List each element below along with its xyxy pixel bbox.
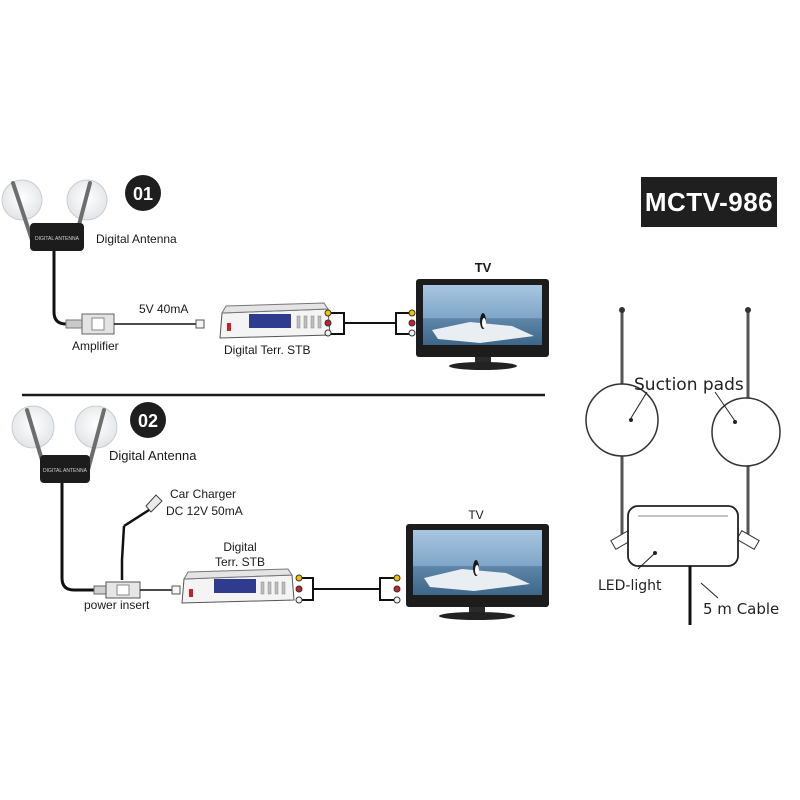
svg-text:DIGITAL ANTENNA: DIGITAL ANTENNA xyxy=(35,236,80,242)
car-charger-spec-label: DC 12V 50mA xyxy=(166,504,243,518)
step-number-01: 01 xyxy=(125,175,161,211)
setup-02: 02 DIGITAL ANTENNA Digital Antenna Car C… xyxy=(11,402,549,620)
power-insert xyxy=(93,581,181,599)
suction-pad-left xyxy=(585,383,659,457)
tv-02 xyxy=(406,524,549,620)
antenna-cable-01 xyxy=(52,251,82,326)
car-charger xyxy=(120,494,163,580)
cable-length-label: 5 m Cable xyxy=(703,600,779,618)
svg-text:DIGITAL ANTENNA: DIGITAL ANTENNA xyxy=(43,468,88,474)
antenna-cable-02 xyxy=(60,483,104,592)
antenna-label-01: Digital Antenna xyxy=(96,232,177,246)
stb-label-02-line1: Digital xyxy=(223,540,256,554)
digital-antenna-01: DIGITAL ANTENNA xyxy=(1,179,108,251)
led-light-label: LED-light xyxy=(598,578,662,594)
tv-01 xyxy=(416,279,549,370)
digital-stb-01 xyxy=(219,302,331,339)
stb-label-01: Digital Terr. STB xyxy=(224,343,310,357)
tv-label-02: TV xyxy=(468,508,483,522)
amplifier-label: Amplifier xyxy=(72,339,119,353)
rca-cable-02 xyxy=(295,574,401,604)
tv-label-01: TV xyxy=(475,260,492,275)
power-spec-label-01: 5V 40mA xyxy=(139,302,188,316)
suction-pad-right xyxy=(711,397,781,467)
svg-text:01: 01 xyxy=(133,184,153,204)
antenna-label-02: Digital Antenna xyxy=(109,448,197,463)
stb-label-02-line2: Terr. STB xyxy=(215,555,265,569)
antenna-base-box xyxy=(627,505,739,567)
power-insert-label: power insert xyxy=(84,598,150,612)
step-number-02: 02 xyxy=(130,402,166,438)
digital-stb-02 xyxy=(181,568,295,604)
svg-text:02: 02 xyxy=(138,411,158,431)
rca-cable-01 xyxy=(324,309,416,337)
amplifier xyxy=(65,313,205,335)
setup-01: 01 DIGITAL ANTENNA Digital Antenna 5V 40… xyxy=(1,175,549,370)
digital-antenna-02: DIGITAL ANTENNA xyxy=(11,405,118,483)
antenna-detail-sketch xyxy=(585,307,781,625)
suction-pads-label: Suction pads xyxy=(634,375,744,395)
car-charger-label: Car Charger xyxy=(170,487,236,501)
model-number-badge: MCTV-986 xyxy=(641,177,777,227)
